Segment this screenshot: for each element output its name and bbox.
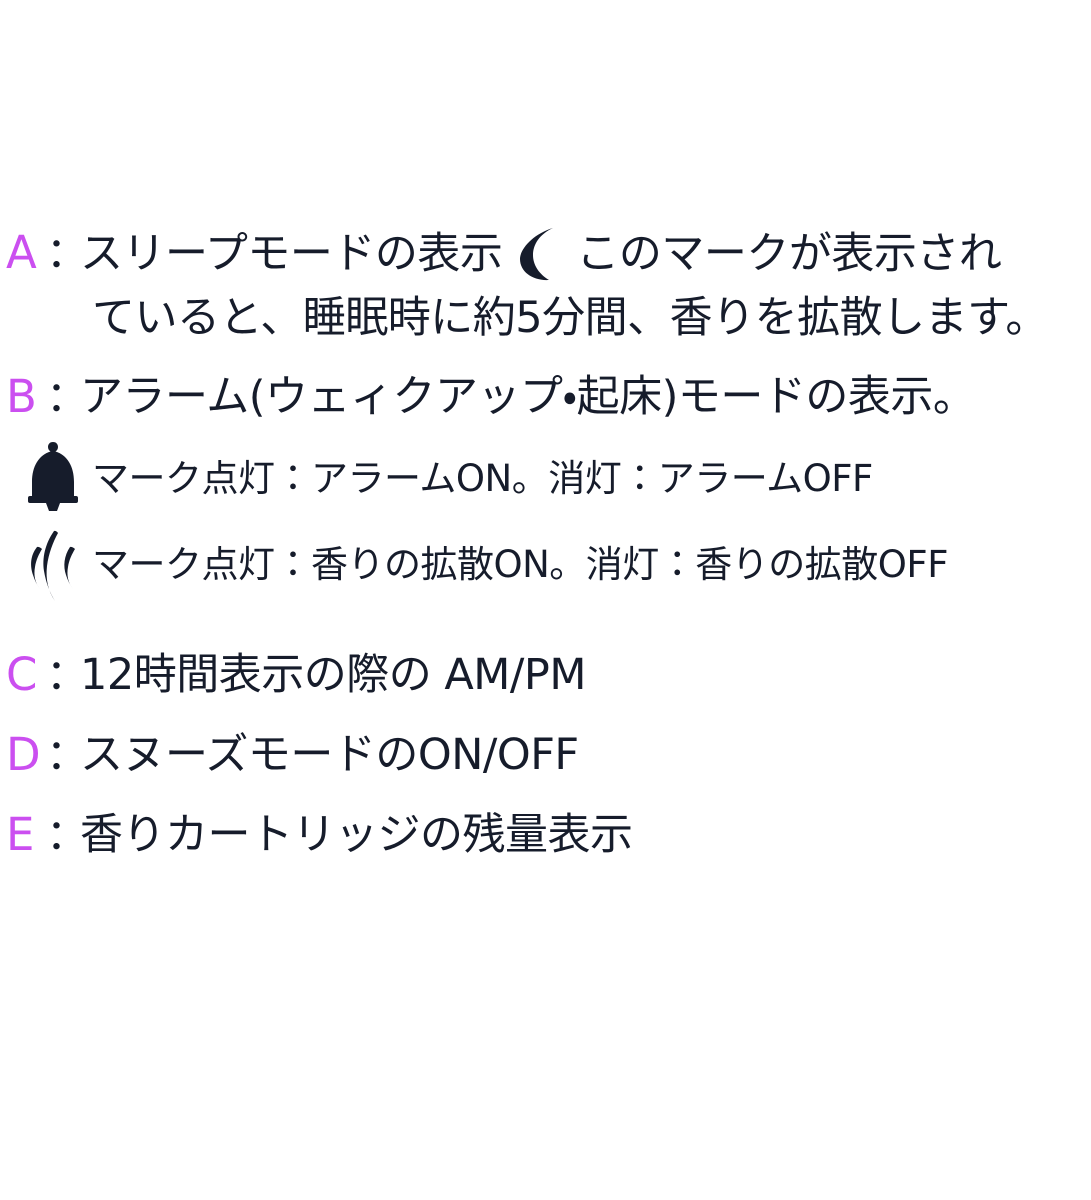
legend-entry-b: B ： アラーム(ウェィクアップ・起床)モードの表示。: [0, 366, 1091, 428]
legend-colon-a: ：: [46, 228, 89, 277]
bell-icon: [14, 436, 92, 522]
legend-subentry-scent: マーク点灯：香りの拡散ON。消灯：香りの拡散OFF: [0, 522, 1091, 608]
legend-text-a: スリープモードの表示 このマークが表示され ていると、睡眠時に約5分間、香りを拡…: [80, 222, 1091, 350]
legend-subtext-alarm: マーク点灯：アラームON。消灯：アラームOFF: [92, 457, 873, 500]
legend-key-b: B: [6, 370, 37, 423]
legend-entry-d: D ： スヌーズモードのON/OFF: [0, 724, 1091, 786]
legend-colon-d: ：: [46, 730, 89, 779]
legend-colon-c: ：: [46, 650, 89, 699]
legend-key-d: D: [6, 728, 41, 781]
legend-entry-e: E ： 香りカートリッジの残量表示: [0, 804, 1091, 866]
legend-text-e: 香りカートリッジの残量表示: [80, 810, 633, 860]
legend-text-a-line1-before: スリープモードの表示: [80, 229, 503, 279]
legend-text-a-line2: ていると、睡眠時に約5分間、香りを拡散します。: [92, 293, 1048, 343]
legend-colon-e: ：: [46, 810, 89, 859]
crescent-moon-icon: [502, 224, 576, 284]
legend-key-e: E: [6, 808, 35, 861]
legend-text-b: アラーム(ウェィクアップ・起床)モードの表示。: [80, 372, 976, 422]
legend-list: A ： スリープモードの表示 このマークが表示され ていると、睡眠時に約5分間、…: [0, 222, 1091, 866]
legend-text-d: スヌーズモードのON/OFF: [80, 730, 579, 780]
legend-entry-a: A ： スリープモードの表示 このマークが表示され ていると、睡眠時に約5分間、…: [0, 222, 1091, 350]
legend-entry-c: C ： 12時間表示の際の AM/PM: [0, 644, 1091, 706]
legend-colon-b: ：: [46, 372, 89, 421]
legend-text-c: 12時間表示の際の AM/PM: [80, 650, 586, 700]
legend-subtext-scent: マーク点灯：香りの拡散ON。消灯：香りの拡散OFF: [92, 543, 949, 586]
legend-text-a-line1-after: このマークが表示され: [576, 229, 1002, 279]
legend-key-a: A: [6, 226, 37, 279]
scent-waves-icon: [14, 522, 92, 608]
legend-key-c: C: [6, 648, 38, 701]
legend-subentry-alarm: マーク点灯：アラームON。消灯：アラームOFF: [0, 436, 1091, 522]
